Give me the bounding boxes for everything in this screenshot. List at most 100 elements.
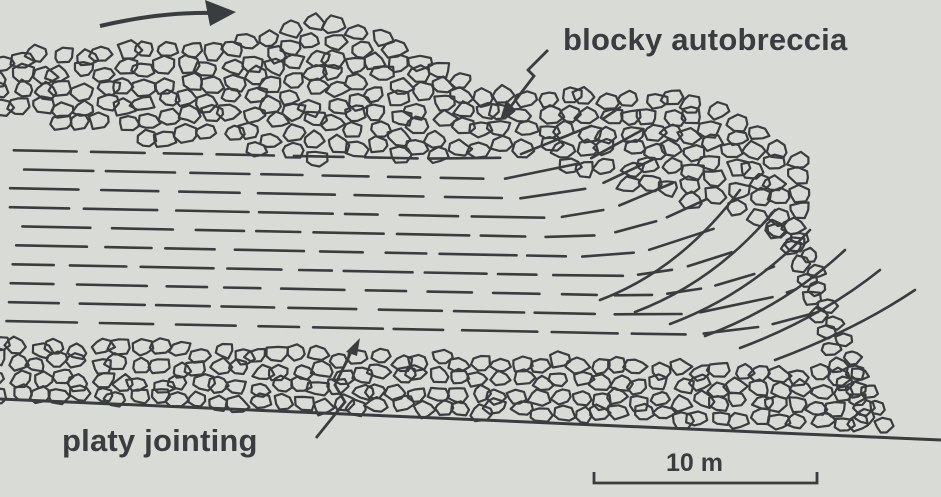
breccia-block <box>704 171 726 187</box>
joint-line <box>386 253 427 254</box>
joint-line <box>179 192 239 193</box>
breccia-block <box>49 81 71 96</box>
breccia-block <box>205 43 224 61</box>
breccia-block <box>698 156 720 171</box>
breccia-block <box>365 384 385 398</box>
joint-line <box>288 308 356 309</box>
joint-line <box>13 264 54 265</box>
breccia-block <box>246 88 268 103</box>
joint-line <box>91 152 145 153</box>
breccia-block <box>471 356 490 370</box>
breccia-block <box>593 159 615 174</box>
breccia-block <box>264 59 284 76</box>
breccia-block <box>768 366 792 382</box>
breccia-block <box>428 147 449 163</box>
breccia-block <box>742 141 765 160</box>
breccia-block <box>135 41 153 56</box>
breccia-block <box>617 176 640 191</box>
breccia-block <box>705 187 726 204</box>
breccia-block <box>329 99 350 114</box>
breccia-block <box>56 48 73 63</box>
joint-line <box>156 305 210 306</box>
breccia-block <box>673 412 694 428</box>
breccia-block <box>450 87 473 103</box>
breccia-block <box>311 361 333 377</box>
breccia-block <box>431 367 448 382</box>
breccia-block <box>608 357 625 373</box>
joint-line <box>553 275 623 276</box>
joint-line <box>167 286 207 287</box>
scale-bar-label: 10 m <box>666 449 723 478</box>
breccia-block <box>352 368 372 383</box>
joint-line <box>344 271 413 272</box>
platy-jointing-label: platy jointing <box>62 423 258 459</box>
breccia-block <box>822 343 842 355</box>
joint-line <box>80 304 145 305</box>
breccia-block <box>649 374 667 389</box>
joint-line <box>222 306 275 307</box>
breccia-block <box>790 379 812 397</box>
joint-line <box>258 193 335 195</box>
breccia-block <box>531 408 553 421</box>
breccia-block <box>0 372 4 386</box>
breccia-block <box>765 396 787 412</box>
breccia-block <box>374 30 395 46</box>
breccia-block <box>527 389 550 405</box>
joint-line <box>400 215 458 216</box>
breccia-block <box>183 73 202 90</box>
joint-line <box>388 177 420 178</box>
breccia-block <box>644 125 667 141</box>
joint-line <box>101 190 158 191</box>
breccia-block <box>345 25 368 39</box>
joint-line <box>440 254 517 256</box>
breccia-block <box>158 42 178 56</box>
breccia-block <box>749 126 769 139</box>
joint-line <box>24 170 93 171</box>
breccia-block <box>413 82 433 100</box>
breccia-block <box>284 55 304 69</box>
joint-line <box>397 234 469 236</box>
joint-line <box>546 235 595 237</box>
breccia-block <box>45 339 64 354</box>
joint-line <box>562 210 603 217</box>
breccia-block <box>130 97 155 110</box>
joint-line <box>428 292 472 293</box>
joint-line <box>259 326 300 327</box>
breccia-block <box>120 116 140 130</box>
joint-line <box>493 293 539 294</box>
breccia-block <box>260 134 281 147</box>
joint-line <box>106 171 175 172</box>
joint-line <box>498 274 536 275</box>
joint-line <box>190 173 249 174</box>
breccia-block <box>280 90 299 105</box>
joint-line <box>345 214 378 215</box>
breccia-block <box>346 58 365 73</box>
breccia-block <box>369 136 387 152</box>
joint-line <box>505 164 577 179</box>
breccia-block <box>694 390 714 408</box>
joint-line <box>112 228 173 229</box>
joint-line <box>552 332 618 333</box>
joint-line <box>481 236 525 237</box>
breccia-block <box>428 388 449 401</box>
breccia-block <box>515 91 537 107</box>
breccia-block <box>573 391 592 405</box>
breccia-block <box>245 66 267 85</box>
breccia-block <box>788 167 808 184</box>
joint-line <box>77 285 147 286</box>
breccia-block <box>216 344 233 359</box>
joint-line <box>100 323 153 324</box>
blocky-autobreccia-label: blocky autobreccia <box>563 22 847 58</box>
breccia-block <box>159 109 181 125</box>
breccia-block <box>708 102 729 120</box>
breccia-block <box>367 105 384 121</box>
joint-line <box>313 327 383 328</box>
breccia-block <box>275 394 293 410</box>
breccia-block <box>429 63 450 77</box>
joint-line <box>365 157 418 158</box>
breccia-block <box>566 358 591 375</box>
joint-line <box>281 289 344 290</box>
curved-joint-line <box>740 270 880 348</box>
breccia-block <box>663 158 682 174</box>
breccia-block <box>267 112 289 127</box>
